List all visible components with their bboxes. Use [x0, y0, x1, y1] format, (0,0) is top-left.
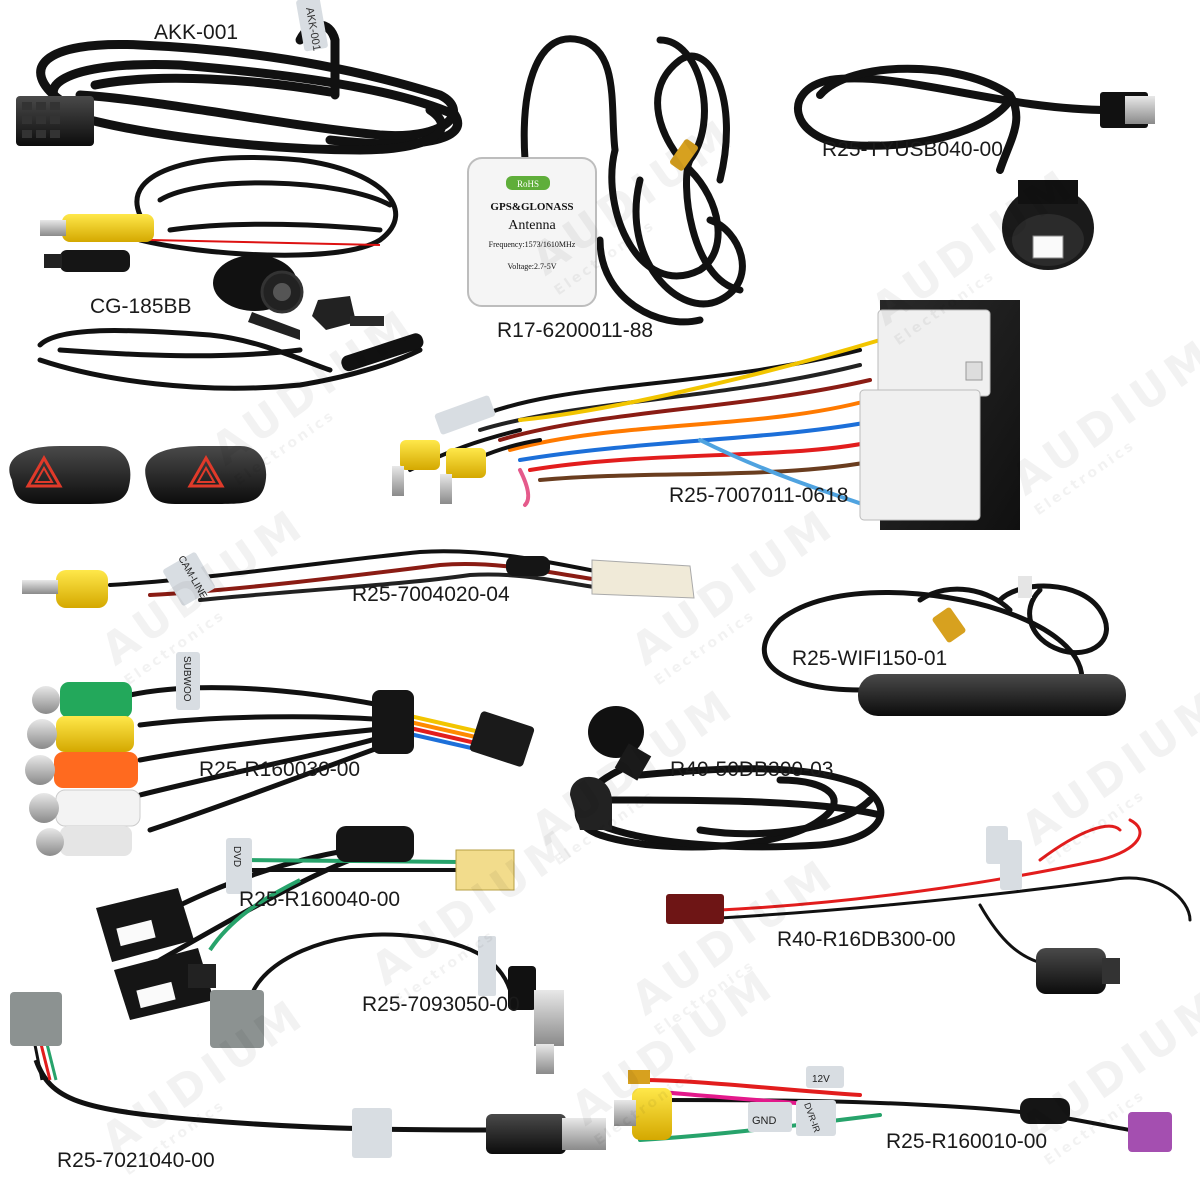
label-r17-6200011-88: R17-6200011-88	[497, 319, 654, 342]
usb-extension	[10, 992, 606, 1158]
microphone	[570, 706, 885, 851]
gps-name: Antenna	[508, 218, 556, 233]
dual-usb-harness: DVD	[96, 826, 515, 1020]
r160010-harness: GND DVR-IR 12V	[614, 1066, 1172, 1152]
gps-title: GPS&GLONASS	[490, 201, 573, 213]
radio-antenna-adapter	[210, 932, 564, 1074]
label-r25-wifi150-01: R25-WIFI150-01	[792, 647, 948, 670]
label-r25-tyusb040-00: R25-TYUSB040-00	[822, 138, 1003, 161]
r40-harness	[666, 818, 1192, 994]
label-r40-50db300-03: R40-50DB300-03	[670, 758, 834, 781]
label-r25-7007011-0618: R25-7007011-0618	[669, 484, 849, 507]
wifi-antenna	[761, 576, 1126, 716]
label-r25-r160030-00: R25-R160030-00	[199, 758, 361, 781]
hazard-switch-caps	[9, 446, 267, 504]
label-r25-7093050-00: R25-7093050-00	[362, 993, 520, 1016]
label-r25-7004020-04: R25-7004020-04	[352, 583, 510, 606]
gps-antenna: RoHS GPS&GLONASS Antenna Frequency:1573/…	[467, 35, 746, 326]
camera-line-cable: CAM-LINE	[22, 549, 695, 608]
gps-rohs: RoHS	[517, 179, 539, 189]
rca-harness: SUBWOO	[25, 652, 535, 856]
label-r25-r160010-00: R25-R160010-00	[886, 1130, 1048, 1153]
label-r40-r16db300-00: R40-R16DB300-00	[777, 928, 956, 951]
akk-001-cable: AKK-001	[16, 0, 463, 155]
main-harness	[392, 300, 1020, 530]
camera-cable	[37, 155, 424, 391]
gps-frequency: Frequency:1573/1610MHz	[489, 240, 576, 249]
usb-panel-socket	[794, 64, 1155, 270]
gnd-tag: GND	[752, 1115, 777, 1127]
subwoofer-tag: SUBWOO	[181, 656, 192, 702]
12v-tag: 12V	[812, 1074, 830, 1085]
label-r25-r160040-00: R25-R160040-00	[239, 888, 401, 911]
gps-voltage: Voltage:2.7-5V	[508, 262, 557, 271]
label-cg-185bb: CG-185BB	[90, 295, 192, 318]
label-akk-001: AKK-001	[154, 21, 239, 44]
dvd-tag: DVD	[231, 846, 242, 867]
label-r25-7021040-00: R25-7021040-00	[57, 1149, 215, 1172]
